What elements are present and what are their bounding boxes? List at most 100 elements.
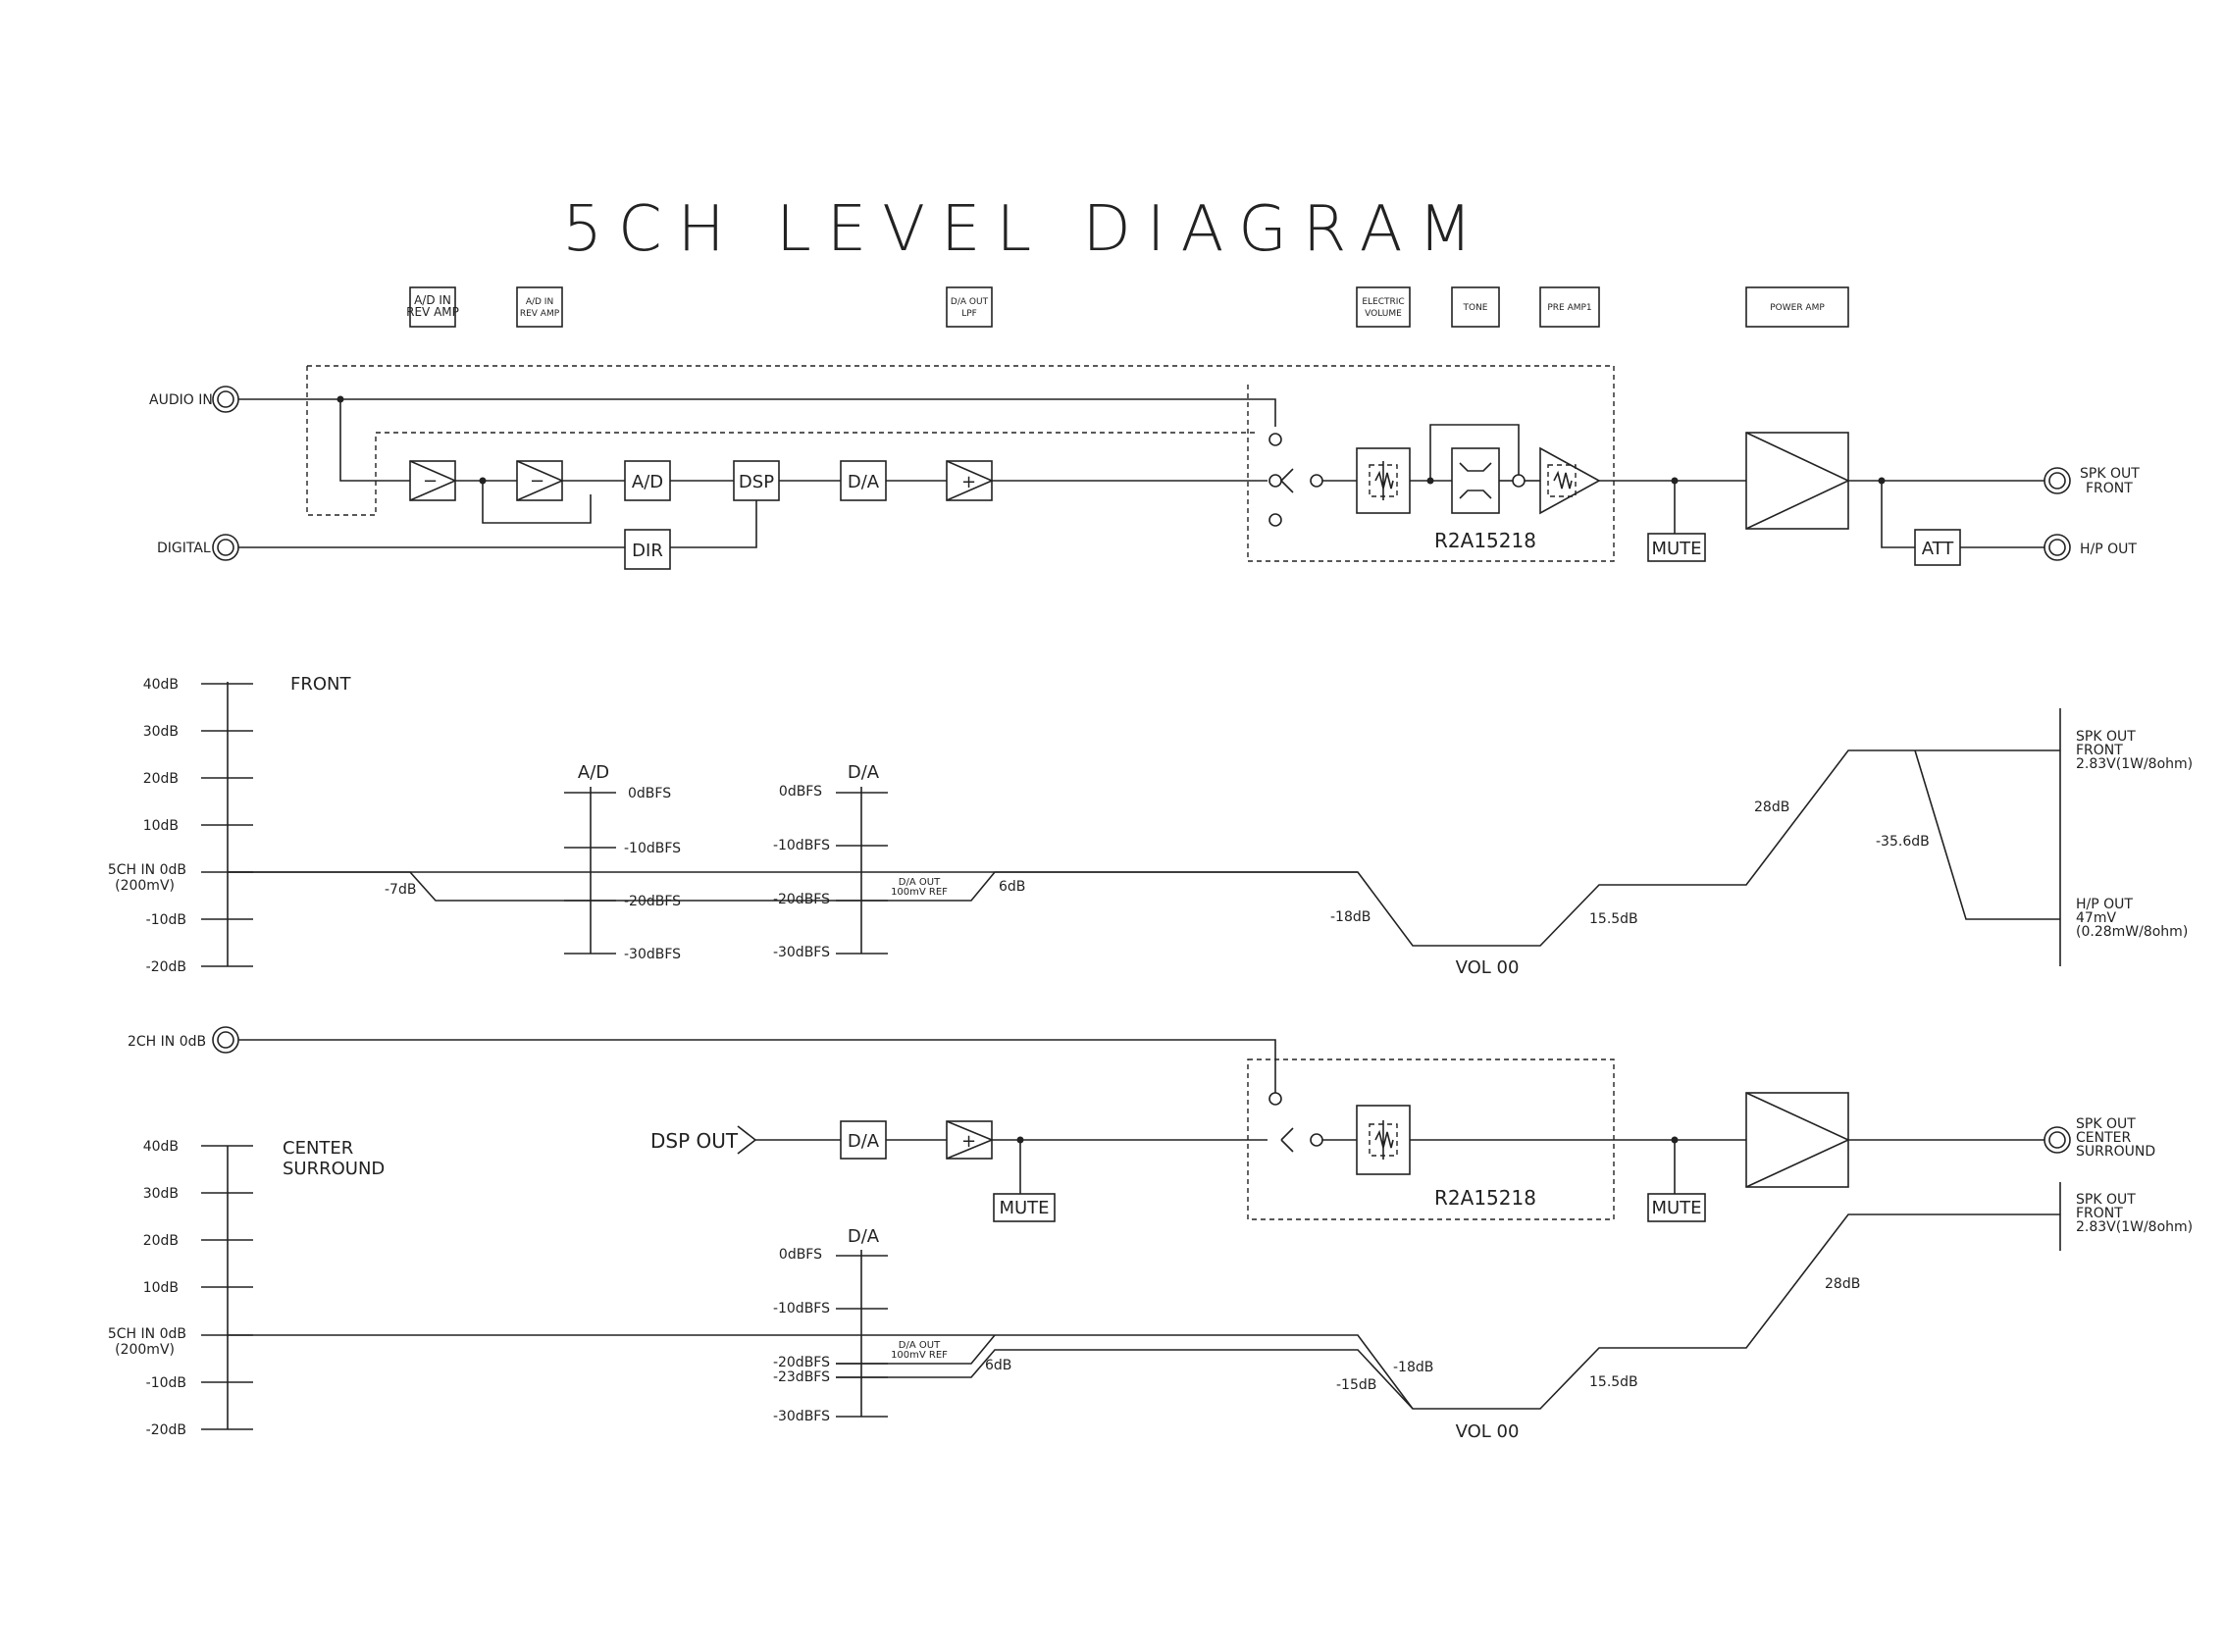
svg-text:VOL 00: VOL 00 — [1456, 957, 1520, 978]
svg-text:-30dBFS: -30dBFS — [773, 945, 830, 960]
svg-text:-35.6dB: -35.6dB — [1876, 834, 1930, 850]
svg-text:CENTER: CENTER — [283, 1138, 353, 1159]
front-signal-chain: AUDIO IN − − A/D DSP D/A + — [149, 365, 2140, 570]
2ch-in-jack-icon — [212, 1026, 239, 1054]
svg-text:H/P OUT: H/P OUT — [2076, 897, 2133, 912]
svg-text:D/A: D/A — [848, 472, 880, 492]
svg-text:-30dBFS: -30dBFS — [624, 947, 681, 962]
svg-text:FRONT: FRONT — [2086, 481, 2133, 496]
center-level-diagram: 40dB 30dB 20dB 10dB 5CH IN 0dB (200mV) -… — [108, 1138, 2193, 1442]
svg-text:5CH IN 0dB: 5CH IN 0dB — [108, 862, 186, 878]
svg-text:MUTE: MUTE — [1651, 539, 1701, 559]
svg-text:TONE: TONE — [1462, 303, 1487, 313]
power-amp-icon — [1745, 432, 1849, 530]
rev-amp-1-icon — [409, 460, 456, 501]
header-label-ad-in-1: A/D IN REV AMP — [406, 286, 459, 328]
svg-text:-10dBFS: -10dBFS — [624, 841, 681, 856]
svg-text:28dB: 28dB — [1825, 1276, 1860, 1292]
audio-in-jack-icon — [212, 386, 239, 413]
svg-text:D/A OUT: D/A OUT — [899, 1340, 941, 1351]
svg-text:SPK OUT: SPK OUT — [2080, 466, 2140, 482]
power-amp-center-icon — [1745, 1092, 1849, 1188]
svg-text:(0.28mW/8ohm): (0.28mW/8ohm) — [2076, 924, 2188, 940]
svg-text:VOLUME: VOLUME — [1365, 309, 1402, 319]
svg-text:-10dBFS: -10dBFS — [773, 1301, 830, 1316]
audio-in-label: AUDIO IN — [149, 392, 213, 408]
svg-text:100mV REF: 100mV REF — [891, 887, 948, 898]
svg-text:FRONT: FRONT — [2076, 743, 2123, 758]
svg-text:2.83V(1W/8ohm): 2.83V(1W/8ohm) — [2076, 1219, 2193, 1235]
front-level-label: FRONT — [290, 674, 351, 695]
svg-text:−: − — [530, 471, 544, 491]
svg-text:+: + — [961, 472, 976, 492]
svg-text:−: − — [423, 471, 438, 491]
svg-text:-10dB: -10dB — [146, 912, 186, 928]
svg-text:SURROUND: SURROUND — [283, 1159, 385, 1179]
svg-text:VOL 00: VOL 00 — [1456, 1421, 1520, 1442]
header-label-tone: TONE — [1451, 286, 1500, 328]
pre-amp-icon — [1539, 446, 1601, 515]
svg-text:D/A: D/A — [848, 1226, 880, 1247]
svg-text:-10dBFS: -10dBFS — [773, 838, 830, 853]
svg-text:2.83V(1W/8ohm): 2.83V(1W/8ohm) — [2076, 756, 2193, 772]
svg-text:D/A: D/A — [848, 762, 880, 783]
spk-out-center-jack-icon — [2044, 1126, 2071, 1154]
svg-text:100mV REF: 100mV REF — [891, 1350, 948, 1361]
ad-converter-box — [624, 460, 671, 501]
svg-text:-10dB: -10dB — [146, 1375, 186, 1391]
svg-text:28dB: 28dB — [1754, 800, 1789, 815]
svg-text:6dB: 6dB — [999, 879, 1025, 895]
svg-text:6dB: 6dB — [985, 1358, 1011, 1373]
svg-text:15.5dB: 15.5dB — [1589, 911, 1638, 927]
svg-text:SPK OUT: SPK OUT — [2076, 1116, 2136, 1132]
svg-text:SPK OUT: SPK OUT — [2076, 729, 2136, 745]
svg-text:-20dB: -20dB — [146, 959, 186, 975]
digital-jack-icon — [212, 534, 239, 561]
dir-box — [624, 529, 671, 570]
svg-text:10dB: 10dB — [143, 818, 179, 834]
header-label-da-out: D/A OUT LPF — [946, 286, 993, 328]
center-surround-signal-chain: 2CH IN 0dB DSP OUT D/A + MUTE R2A15218 M… — [128, 1026, 2155, 1222]
svg-text:10dB: 10dB — [143, 1280, 179, 1296]
diagram-title: 5CH LEVEL DIAGRAM — [562, 193, 1487, 266]
svg-text:MUTE: MUTE — [1651, 1198, 1701, 1218]
2ch-in-label: 2CH IN 0dB — [128, 1034, 206, 1050]
svg-text:A/D: A/D — [632, 472, 663, 492]
svg-text:SPK OUT: SPK OUT — [2076, 1192, 2136, 1208]
dsp-out-label: DSP OUT — [650, 1129, 739, 1153]
svg-text:0dBFS: 0dBFS — [628, 786, 671, 801]
svg-text:0dBFS: 0dBFS — [779, 784, 822, 800]
svg-text:A/D IN: A/D IN — [414, 293, 451, 307]
svg-text:PRE AMP1: PRE AMP1 — [1547, 303, 1591, 313]
ic-label-front: R2A15218 — [1434, 529, 1536, 552]
spk-out-front-jack-icon — [2044, 467, 2071, 494]
svg-text:H/P OUT: H/P OUT — [2080, 542, 2137, 557]
ic-label-center: R2A15218 — [1434, 1186, 1536, 1210]
digital-label: DIGITAL — [157, 541, 211, 556]
svg-text:A/D: A/D — [578, 762, 609, 783]
svg-text:(200mV): (200mV) — [115, 1342, 175, 1358]
svg-text:ATT: ATT — [1922, 539, 1955, 559]
selector-contact-top-icon — [1268, 433, 1282, 446]
svg-text:-18dB: -18dB — [1330, 909, 1371, 925]
svg-text:CENTER: CENTER — [2076, 1130, 2131, 1146]
svg-text:47mV: 47mV — [2076, 910, 2116, 926]
svg-text:FRONT: FRONT — [2076, 1206, 2123, 1221]
svg-text:MUTE: MUTE — [999, 1198, 1049, 1218]
svg-text:20dB: 20dB — [143, 1233, 179, 1249]
header-label-ad-in-2: A/D IN REV AMP — [516, 286, 563, 328]
svg-text:(200mV): (200mV) — [115, 878, 175, 894]
svg-text:+: + — [961, 1131, 976, 1152]
svg-text:D/A: D/A — [848, 1131, 880, 1152]
svg-text:REV AMP: REV AMP — [520, 309, 560, 319]
svg-text:-7dB: -7dB — [385, 882, 416, 898]
svg-text:D/A OUT: D/A OUT — [899, 877, 941, 888]
svg-text:DSP: DSP — [739, 472, 774, 492]
svg-text:-20dBFS: -20dBFS — [773, 892, 830, 907]
svg-text:ELECTRIC: ELECTRIC — [1362, 297, 1404, 307]
svg-text:30dB: 30dB — [143, 724, 179, 740]
da-converter-box-center — [840, 1120, 887, 1160]
svg-text:DIR: DIR — [632, 541, 663, 561]
header-label-power-amp: POWER AMP — [1745, 286, 1849, 328]
